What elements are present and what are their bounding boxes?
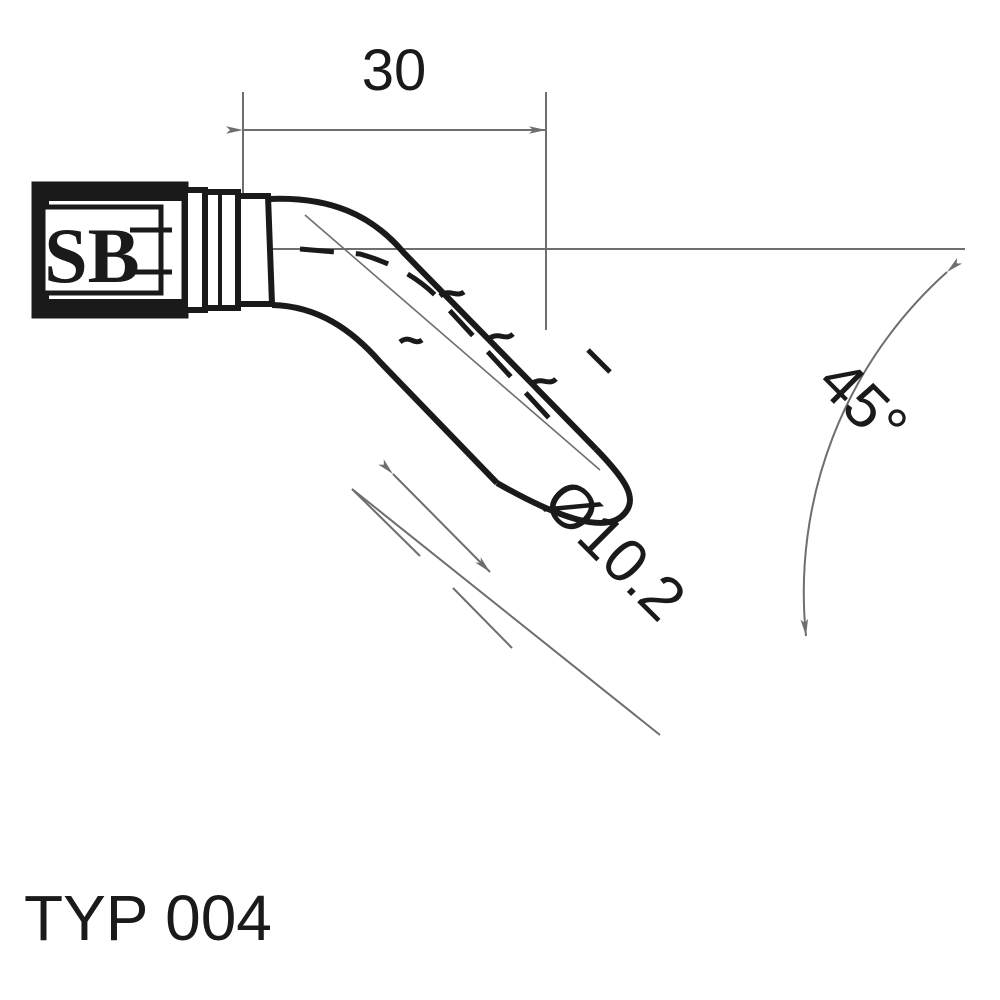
tube-outer-wall xyxy=(267,195,599,452)
diameter-extension-2 xyxy=(452,587,513,649)
tube-ripple-1 xyxy=(438,289,466,299)
tube-ripple-2 xyxy=(485,332,515,343)
tube-inner-wall xyxy=(271,302,500,486)
diameter-extension-1 xyxy=(351,488,421,557)
dashed-centerline xyxy=(299,246,562,432)
tube-tick xyxy=(586,348,612,374)
diameter-dimension-line xyxy=(378,459,491,573)
angle-arc xyxy=(800,257,963,637)
shoulder-block xyxy=(235,193,276,307)
dimension-label-30: 30 xyxy=(362,38,427,103)
tube-ripple-4 xyxy=(398,336,424,345)
inclined-centerline xyxy=(304,214,601,471)
logo-plate xyxy=(40,204,164,296)
hose-fitting-icon: SB xyxy=(31,181,633,526)
collar-bottom-band xyxy=(35,299,185,315)
dimension-angle: 45° xyxy=(800,257,963,637)
tube-ripple-3 xyxy=(528,377,558,388)
dimension-diameter: Ø10.2 xyxy=(351,459,698,649)
page-title: TYP 004 xyxy=(24,882,272,954)
sb-logo-icon: SB xyxy=(44,212,139,299)
dimension-label-diameter: Ø10.2 xyxy=(530,466,698,634)
dimension-label-angle: 45° xyxy=(805,346,920,461)
collar-top-band xyxy=(35,185,185,201)
tube-end-cap xyxy=(495,446,633,526)
dimension-length-30: 30 xyxy=(226,38,547,330)
